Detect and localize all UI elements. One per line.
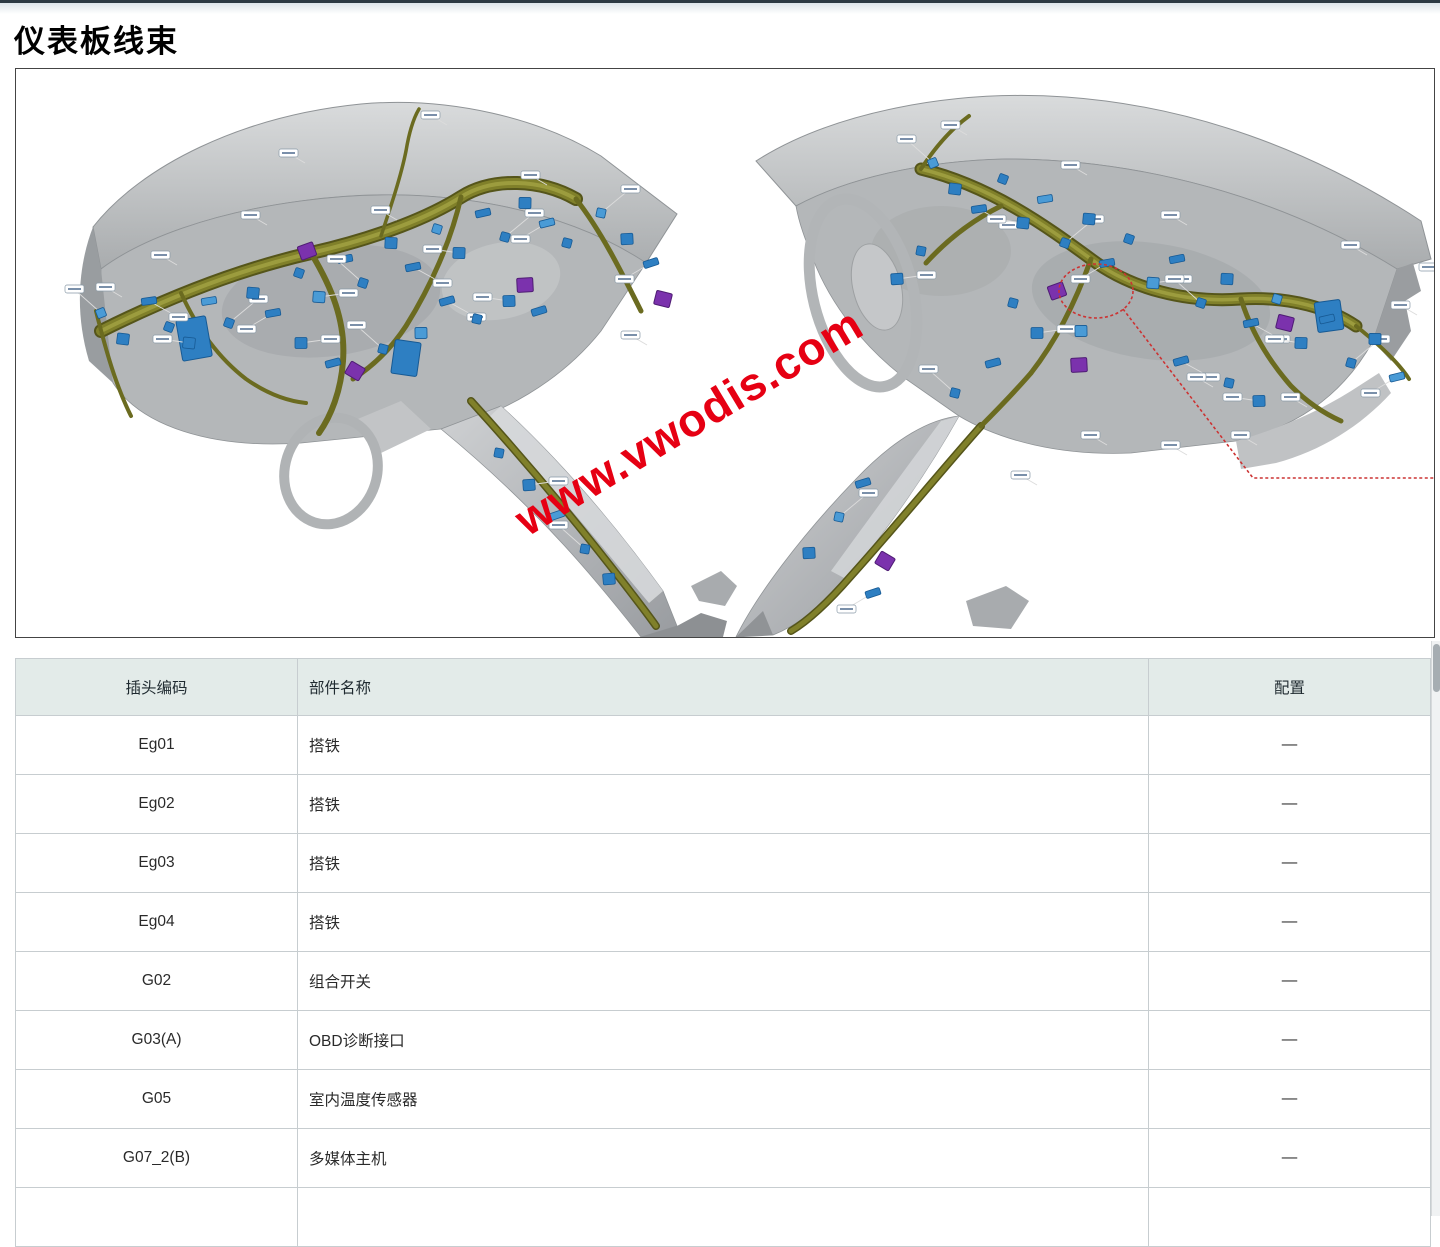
cell-code: Eg02 <box>15 774 298 834</box>
page-scrollbar[interactable] <box>1431 641 1440 1216</box>
connector-table: 插头编码 部件名称 配置 Eg01 搭铁 — Eg02 搭铁 — Eg03 搭铁… <box>15 658 1431 1247</box>
cell-config <box>1148 1187 1431 1247</box>
cell-code: Eg03 <box>15 833 298 893</box>
table-row: Eg03 搭铁 — <box>15 833 1431 893</box>
harness-table-body: Eg01 搭铁 — Eg02 搭铁 — Eg03 搭铁 — Eg04 搭铁 — … <box>15 715 1431 1247</box>
cell-config: — <box>1148 1128 1431 1188</box>
cell-name: 搭铁 <box>297 715 1149 775</box>
cell-config: — <box>1148 833 1431 893</box>
cell-name: 搭铁 <box>297 833 1149 893</box>
header-config: 配置 <box>1148 658 1431 716</box>
table-row: G07_2(B) 多媒体主机 — <box>15 1128 1431 1188</box>
page-top-border <box>0 0 1440 3</box>
cell-code: Eg01 <box>15 715 298 775</box>
cell-config: — <box>1148 1010 1431 1070</box>
cell-name: 搭铁 <box>297 774 1149 834</box>
table-row <box>15 1187 1431 1247</box>
cell-name: OBD诊断接口 <box>297 1010 1149 1070</box>
cell-name <box>297 1187 1149 1247</box>
table-row: G03(A) OBD诊断接口 — <box>15 1010 1431 1070</box>
cell-code: G05 <box>15 1069 298 1129</box>
table-row: Eg01 搭铁 — <box>15 715 1431 775</box>
table-header-row: 插头编码 部件名称 配置 <box>15 658 1431 716</box>
markers-right <box>802 120 1434 614</box>
markers-left <box>64 110 673 586</box>
cell-code: G03(A) <box>15 1010 298 1070</box>
page-title: 仪表板线束 <box>14 24 179 59</box>
cell-code: G07_2(B) <box>15 1128 298 1188</box>
cell-config: — <box>1148 1069 1431 1129</box>
cell-name: 室内温度传感器 <box>297 1069 1149 1129</box>
cell-code: Eg04 <box>15 892 298 952</box>
cell-config: — <box>1148 951 1431 1011</box>
header-part-name: 部件名称 <box>297 658 1149 716</box>
table-row: G02 组合开关 — <box>15 951 1431 1011</box>
cell-config: — <box>1148 715 1431 775</box>
red-callout <box>1058 263 1434 479</box>
left-dashboard-view <box>64 101 737 637</box>
cell-code <box>15 1187 298 1247</box>
header-connector-code: 插头编码 <box>15 658 298 716</box>
cell-name: 搭铁 <box>297 892 1149 952</box>
cell-code: G02 <box>15 951 298 1011</box>
cell-config: — <box>1148 774 1431 834</box>
wiring-diagram-svg <box>64 95 1434 637</box>
right-dashboard-view <box>735 95 1434 637</box>
table-row: Eg04 搭铁 — <box>15 892 1431 952</box>
cell-name: 组合开关 <box>297 951 1149 1011</box>
table-row: G05 室内温度传感器 — <box>15 1069 1431 1129</box>
cell-name: 多媒体主机 <box>297 1128 1149 1188</box>
table-row: Eg02 搭铁 — <box>15 774 1431 834</box>
page-top-gradient <box>0 3 1440 14</box>
cell-config: — <box>1148 892 1431 952</box>
scrollbar-thumb[interactable] <box>1433 644 1440 692</box>
wiring-diagram-panel: www.vwodis.com <box>15 68 1435 638</box>
